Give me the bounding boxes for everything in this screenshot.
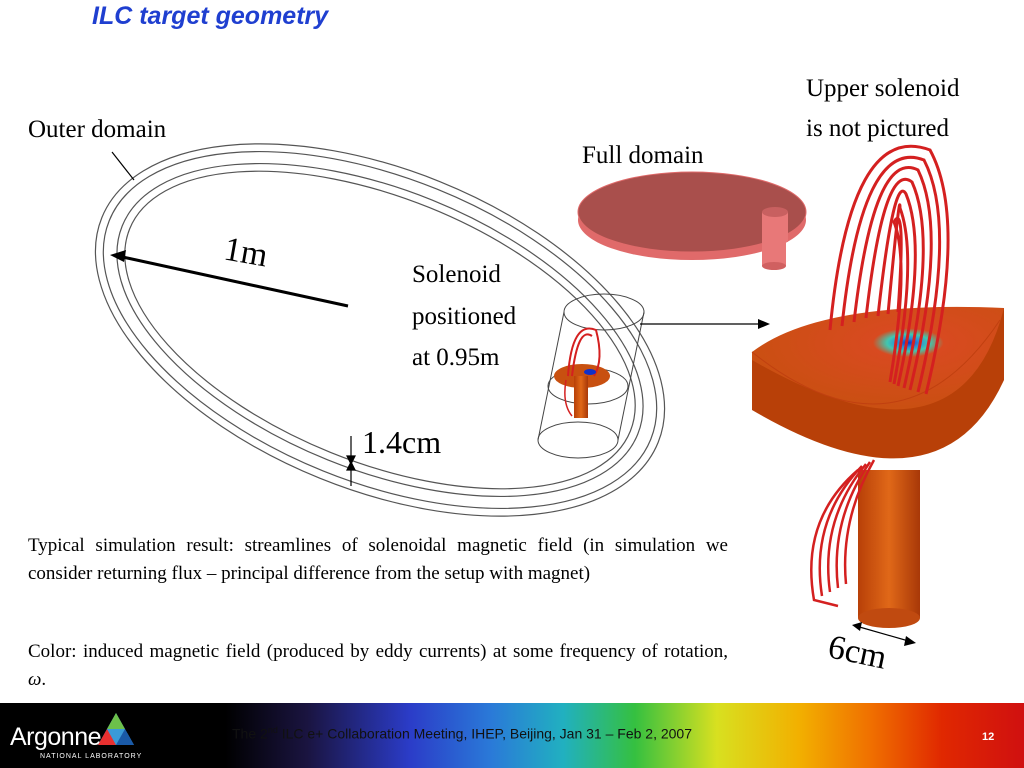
paragraph-simulation: Typical simulation result: streamlines o…	[28, 535, 728, 584]
footer-meeting-text: The 2nd ILC e+ Collaboration Meeting, IH…	[232, 725, 692, 742]
argonne-logo-icon	[98, 713, 134, 745]
width-arrow	[852, 622, 916, 646]
outer-ring-wireframe	[94, 143, 666, 517]
solenoid-label-line2: positioned	[412, 303, 517, 330]
footer-text-prefix: The 2	[232, 725, 268, 742]
thickness-label: 1.4cm	[362, 424, 442, 460]
solenoid-label-line1: Solenoid	[412, 261, 501, 288]
solenoid-label-line3: at 0.95m	[412, 344, 500, 371]
full-domain-disk	[577, 171, 807, 270]
small-solenoid-model	[554, 327, 610, 418]
radius-arrow	[110, 250, 349, 308]
paragraph-color-end: .	[41, 669, 47, 690]
outer-domain-pointer	[111, 151, 135, 181]
footer-text-sup: nd	[267, 725, 278, 735]
slide-title: ILC target geometry	[92, 2, 329, 30]
outer-domain-label: Outer domain	[28, 116, 167, 143]
argonne-logo-text: Argonne	[10, 723, 102, 751]
page-number: 12	[982, 731, 995, 743]
upper-solenoid-label-line1: Upper solenoid	[806, 75, 960, 102]
omega-symbol: ω	[28, 669, 42, 690]
paragraph-color-text: Color: induced magnetic field (produced …	[28, 641, 728, 662]
zoom-arrow	[640, 319, 770, 329]
thickness-marker	[346, 436, 356, 486]
zoomed-solenoid-model	[751, 144, 1004, 628]
footer-bar: Argonne NATIONAL LABORATORY The 2nd ILC …	[0, 703, 1024, 768]
geometry-figure	[94, 143, 1004, 646]
footer-text-suffix: ILC e+ Collaboration Meeting, IHEP, Beij…	[277, 725, 692, 742]
full-domain-label: Full domain	[582, 142, 704, 169]
upper-solenoid-label-line2: is not pictured	[806, 115, 950, 142]
radius-label: 1m	[221, 230, 271, 275]
paragraph-color: Color: induced magnetic field (produced …	[28, 638, 728, 694]
argonne-logo-subtitle: NATIONAL LABORATORY	[40, 753, 143, 760]
